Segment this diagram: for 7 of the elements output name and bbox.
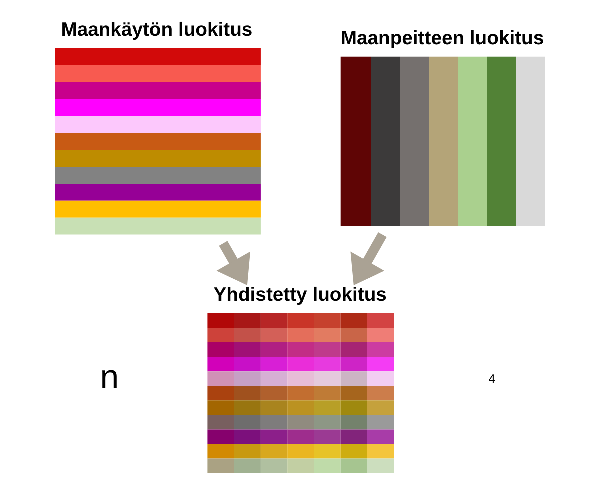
node-label: Yhdistetty luokitus — [214, 284, 387, 306]
label: n — [100, 358, 120, 396]
arrow — [350, 232, 387, 286]
arrow — [216, 241, 251, 286]
node-label: Maankäytön luokitus — [61, 19, 253, 42]
label: 4 — [488, 372, 496, 386]
node-label: Maanpeitteen luokitus — [340, 27, 544, 50]
